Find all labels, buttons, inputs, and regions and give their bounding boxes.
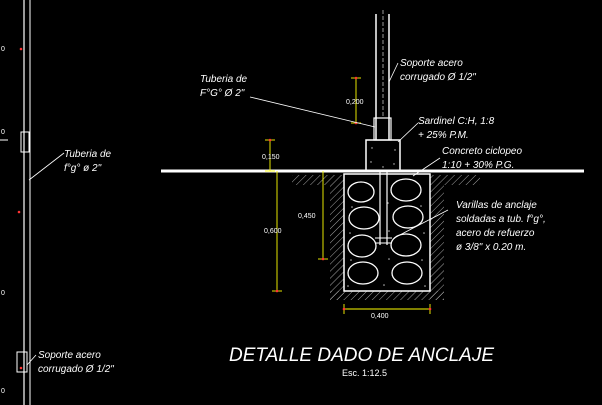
support-label-1: Soporte acero: [400, 58, 463, 69]
dim-0150: 0,150: [262, 154, 280, 161]
concrete-leader: [412, 157, 441, 177]
earth-top-right: [444, 175, 480, 185]
sardinel-label-2: + 25% P.M.: [418, 130, 469, 141]
stone: [348, 206, 380, 230]
stone: [347, 181, 375, 203]
edge-fragment-2: 0: [1, 129, 5, 136]
cyclopean-stones: [347, 178, 424, 285]
earth-top-left: [292, 175, 330, 185]
dim-0200: 0,200: [346, 99, 364, 106]
rods-label-4: ø 3/8" x 0.20 m.: [456, 242, 526, 253]
stone: [390, 178, 422, 202]
left-pipe-label-1: Tuberia de: [64, 149, 112, 160]
rods-label-2: soldadas a tub. f°g°,: [456, 214, 546, 225]
dim-0600: 0,600: [264, 228, 282, 235]
left-post-base: [16, 351, 28, 373]
support-leader: [388, 62, 399, 83]
left-support-leader: [26, 354, 37, 366]
stone: [347, 261, 379, 285]
earth-bottom: [330, 291, 444, 300]
support-label-2: corrugado Ø 1/2": [400, 72, 476, 83]
stone: [347, 234, 377, 258]
drawing-title: DETALLE DADO DE ANCLAJE: [229, 345, 494, 366]
edge-fragment-1: 0: [1, 46, 5, 53]
left-elevation: 0 0 0 0 Tuberia de f°g° ø 2" Soporte ace…: [0, 0, 114, 405]
stone: [392, 205, 424, 229]
sardinel-label-1: Sardinel C:H, 1:8: [418, 116, 495, 127]
sardinel-speckle: [370, 147, 396, 168]
concrete-label-1: Concreto ciclopeo: [442, 146, 522, 157]
drawing-scale: Esc. 1:12.5: [342, 368, 387, 378]
pipe-leader: [249, 96, 376, 128]
left-support-label-2: corrugado Ø 1/2": [38, 364, 114, 375]
left-pipe-label-2: f°g° ø 2": [64, 163, 102, 174]
left-pipe-leader: [28, 152, 65, 181]
pipe-label-1: Tuberia de: [200, 74, 248, 85]
earth-right: [430, 175, 444, 300]
edge-fragment-3: 0: [1, 290, 5, 297]
dimension-ticks: [268, 76, 432, 311]
rods-leader: [393, 209, 449, 239]
earth-left: [330, 175, 344, 300]
left-support-label-1: Soporte acero: [38, 350, 101, 361]
concrete-label-2: 1:10 + 30% P.G.: [442, 160, 514, 171]
callout-leaders: [249, 62, 449, 239]
rods-label-3: acero de refuerzo: [456, 228, 535, 239]
pipe-label-2: F°G° Ø 2": [200, 88, 245, 99]
dim-0450: 0,450: [298, 213, 316, 220]
left-dot-1: [19, 47, 23, 51]
stone: [390, 233, 422, 257]
sardinel-leader: [397, 122, 419, 143]
pipe-collar: [373, 117, 392, 141]
rods-label-1: Varillas de anclaje: [456, 200, 537, 211]
edge-fragment-4: 0: [1, 388, 5, 395]
stone: [391, 261, 423, 285]
left-dot-3: [19, 366, 23, 370]
anchor-section: [161, 10, 584, 300]
left-dot-2: [17, 210, 21, 214]
dim-0400: 0,400: [371, 313, 389, 320]
left-post-joint: [20, 131, 30, 153]
